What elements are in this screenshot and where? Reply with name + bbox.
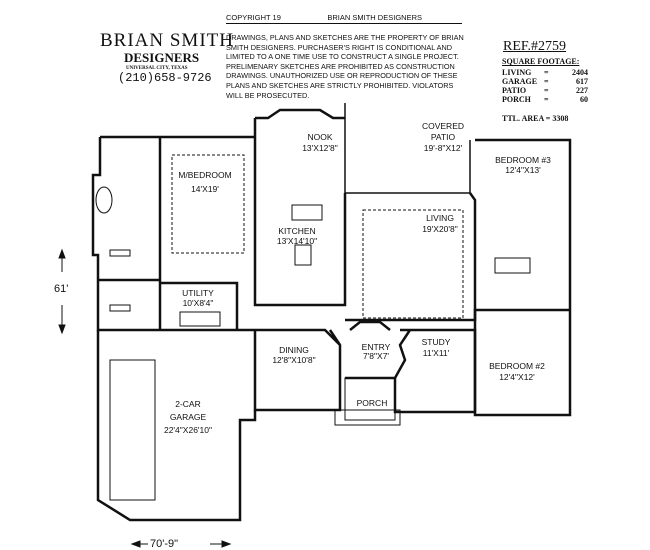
sqft-row: LIVING=2404 (502, 68, 588, 77)
sqft-label: GARAGE (502, 77, 538, 86)
width-dimension: 70'-9" (150, 538, 179, 550)
room-master-name: M/BEDROOM (178, 170, 231, 180)
room-bed2-name: BEDROOM #2 (489, 361, 545, 371)
room-bed2-size: 12'4"X12' (499, 372, 535, 382)
sqft-label: LIVING (502, 68, 532, 77)
depth-dimension: 61' (54, 283, 69, 295)
room-entry-size: 7'8"X7' (363, 351, 389, 361)
room-bed3-name: BEDROOM #3 (495, 155, 551, 165)
copyright-line: COPYRIGHT 19 BRIAN SMITH DESIGNERS (226, 13, 462, 24)
room-dining-name: DINING (279, 345, 309, 355)
sqft-value: 2404 (572, 68, 588, 77)
total-area: TTL. AREA = 3308 (502, 114, 569, 123)
room-entry-name: ENTRY (362, 342, 391, 352)
copyright-label: COPYRIGHT 19 (226, 13, 281, 22)
room-kitchen-name: KITCHEN (278, 226, 315, 236)
square-footage-title: SQUARE FOOTAGE: (502, 57, 580, 66)
room-living-name: LIVING (426, 213, 454, 223)
room-study-size: 11'X11' (423, 348, 450, 358)
legal-notice: DRAWINGS, PLANS AND SKETCHES ARE THE PRO… (226, 33, 464, 100)
room-patio-size: 19'-8"X12' (424, 143, 463, 153)
brand-subtitle: DESIGNERS (124, 50, 200, 65)
room-garage-name2: GARAGE (170, 412, 207, 422)
room-porch-name: PORCH (357, 398, 388, 408)
room-kitchen-size: 13'X14'10" (277, 236, 317, 246)
room-living-size: 19'X20'8" (422, 224, 458, 234)
room-utility-size: 10'X8'4" (183, 298, 214, 308)
room-nook-name: NOOK (307, 132, 332, 142)
sqft-value: 227 (576, 86, 588, 95)
room-garage-name: 2-CAR (175, 399, 201, 409)
walls (91, 103, 572, 522)
reference-number: REF.#2759 (503, 39, 567, 54)
room-utility-name: UTILITY (182, 288, 214, 298)
sqft-label: PORCH (502, 95, 531, 104)
sqft-value: 617 (576, 77, 588, 86)
room-bed3-size: 12'4"X13' (505, 165, 541, 175)
room-patio-name2: PATIO (431, 132, 456, 142)
sqft-label: PATIO (502, 86, 527, 95)
brand-name: BRIAN SMITH (100, 30, 234, 51)
room-master-size: 14'X19' (191, 184, 219, 194)
sqft-row: GARAGE=617 (502, 77, 588, 86)
room-study-name: STUDY (422, 337, 451, 347)
brand-phone: (210)658-9726 (118, 71, 212, 85)
dimension-arrows (58, 248, 232, 548)
sqft-value: 60 (580, 95, 588, 104)
fixtures (95, 154, 531, 501)
room-patio-name: COVERED (422, 121, 464, 131)
room-dining-size: 12'8"X10'8" (272, 355, 315, 365)
room-garage-size: 22'4"X26'10" (164, 425, 212, 435)
sqft-row: PORCH=60 (502, 95, 588, 104)
room-nook-size: 13'X12'8" (302, 143, 338, 153)
brand-city: UNIVERSAL CITY, TEXAS (126, 66, 188, 71)
copyright-owner: BRIAN SMITH DESIGNERS (327, 13, 422, 22)
sqft-row: PATIO=227 (502, 86, 588, 95)
